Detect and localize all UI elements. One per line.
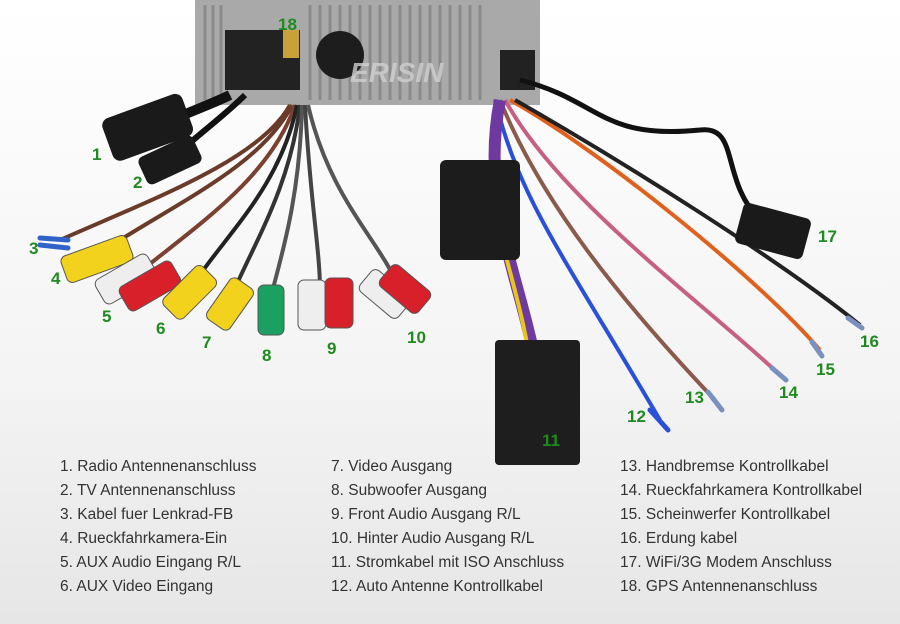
legend-item: 13. Handbremse Kontrollkabel — [620, 458, 829, 475]
legend-item: 15. Scheinwerfer Kontrollkabel — [620, 506, 831, 523]
callout-15: 15 — [816, 360, 835, 379]
legend-item: 2. TV Antennenanschluss — [60, 482, 236, 499]
callout-16: 16 — [860, 332, 879, 351]
callout-7: 7 — [202, 333, 212, 352]
legend-item: 5. AUX Audio Eingang R/L — [60, 554, 241, 571]
callout-6: 6 — [156, 319, 166, 338]
callout-14: 14 — [779, 383, 798, 402]
callout-13: 13 — [685, 388, 704, 407]
legend-item: 11. Stromkabel mit ISO Anschluss — [331, 554, 565, 571]
callout-17: 17 — [818, 227, 837, 246]
callout-3: 3 — [29, 239, 39, 258]
legend-item: 7. Video Ausgang — [331, 458, 453, 475]
callout-2: 2 — [133, 173, 143, 192]
brand-logo: ERISIN — [350, 57, 444, 88]
legend-item: 12. Auto Antenne Kontrollkabel — [331, 578, 543, 595]
legend-item: 1. Radio Antennenanschluss — [60, 458, 257, 475]
callout-12: 12 — [627, 407, 646, 426]
callout-5: 5 — [102, 307, 112, 326]
callout-8: 8 — [262, 346, 272, 365]
legend-item: 3. Kabel fuer Lenkrad-FB — [60, 506, 234, 523]
legend-column-3: 13. Handbremse Kontrollkabel 14. Rueckfa… — [620, 455, 862, 599]
callout-18: 18 — [278, 15, 297, 34]
legend-item: 14. Rueckfahrkamera Kontrollkabel — [620, 482, 863, 499]
callout-4: 4 — [51, 269, 61, 288]
legend-item: 10. Hinter Audio Ausgang R/L — [331, 530, 535, 547]
legend-item: 9. Front Audio Ausgang R/L — [331, 506, 521, 523]
legend-item: 18. GPS Antennenanschluss — [620, 578, 818, 595]
legend-item: 17. WiFi/3G Modem Anschluss — [620, 554, 832, 571]
head-unit: ERISIN — [195, 0, 540, 105]
callout-11: 11 — [542, 431, 560, 450]
legend-item: 4. Rueckfahrkamera-Ein — [60, 530, 228, 547]
legend-column-2: 7. Video Ausgang 8. Subwoofer Ausgang 9.… — [331, 455, 564, 599]
legend-column-1: 1. Radio Antennenanschluss 2. TV Antenne… — [60, 455, 256, 599]
legend-item: 16. Erdung kabel — [620, 530, 738, 547]
legend-item: 8. Subwoofer Ausgang — [331, 482, 487, 499]
callout-10: 10 — [407, 328, 426, 347]
legend-item: 6. AUX Video Eingang — [60, 578, 214, 595]
callout-1: 1 — [92, 145, 102, 164]
callout-9: 9 — [327, 339, 337, 358]
